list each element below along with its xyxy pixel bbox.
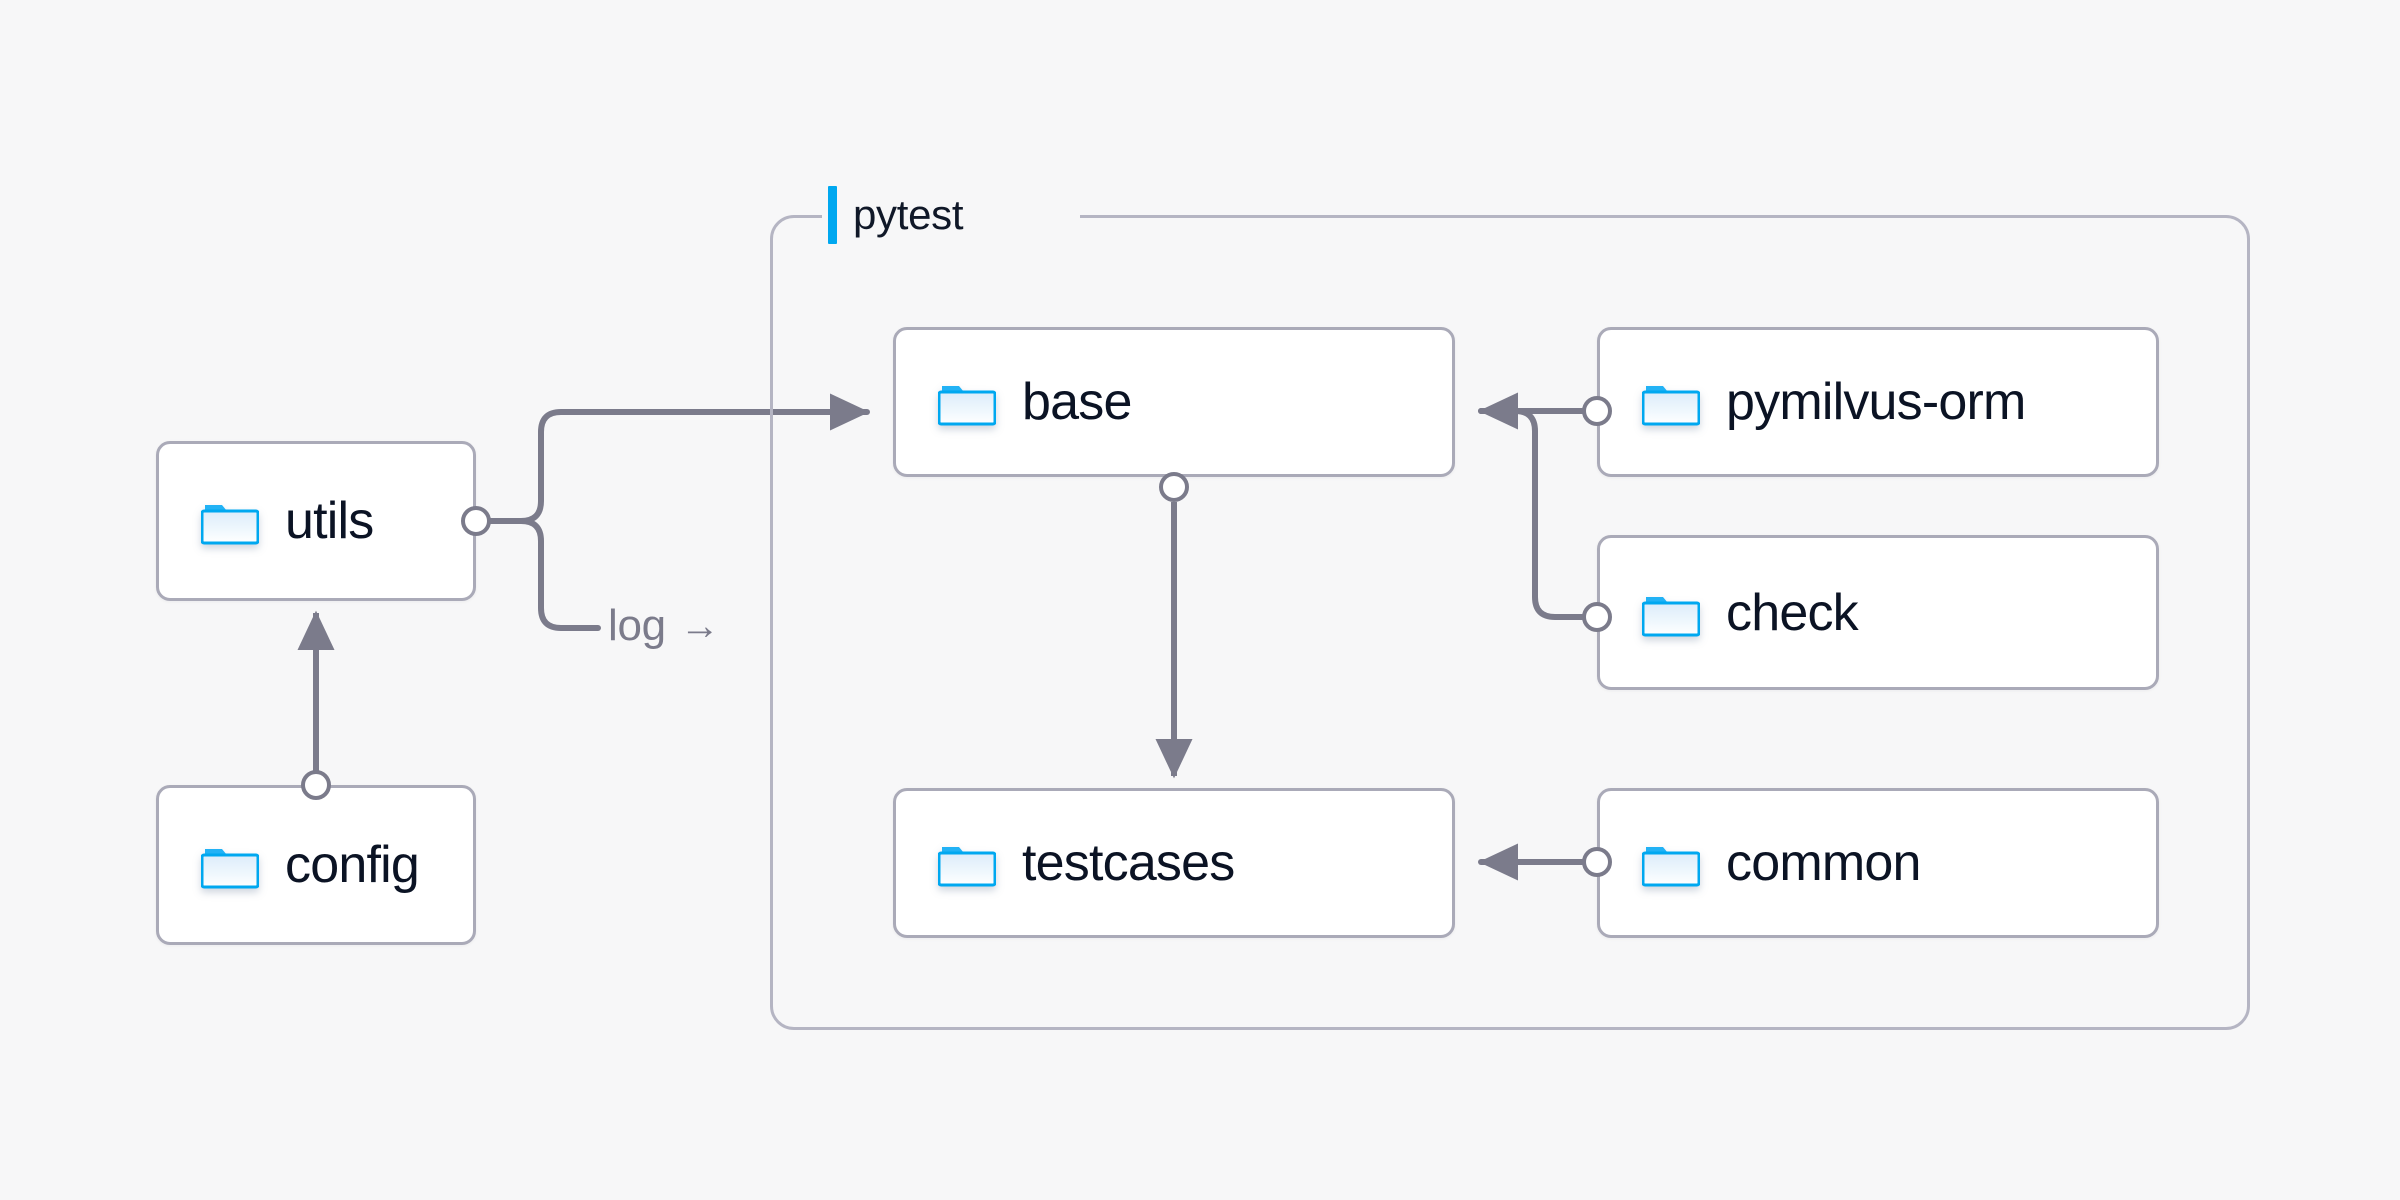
node-common[interactable]: common — [1597, 788, 2159, 938]
folder-icon — [938, 847, 996, 887]
folder-icon — [201, 849, 259, 889]
node-testcases[interactable]: testcases — [893, 788, 1455, 938]
group-accent-bar — [828, 186, 837, 244]
node-label: config — [285, 836, 420, 894]
edge-utils-log — [488, 518, 601, 631]
edge-label-log-text: log — [608, 601, 666, 650]
node-utils[interactable]: utils — [156, 441, 476, 601]
folder-icon — [938, 386, 996, 426]
port-check-left[interactable] — [1582, 602, 1612, 632]
folder-icon — [1642, 386, 1700, 426]
node-label: base — [1022, 373, 1132, 431]
port-base-bottom[interactable] — [1159, 472, 1189, 502]
node-label: common — [1726, 834, 1921, 892]
port-config-top[interactable] — [301, 770, 331, 800]
node-label: check — [1726, 583, 1859, 642]
folder-icon — [201, 505, 259, 545]
node-check[interactable]: check — [1597, 535, 2159, 690]
node-label: pymilvus-orm — [1726, 373, 2026, 431]
node-label: testcases — [1022, 834, 1235, 892]
pytest-group-container[interactable] — [770, 215, 2250, 1030]
group-label-border-gap — [822, 209, 1080, 221]
group-title-text: pytest — [853, 191, 964, 238]
port-utils-right[interactable] — [461, 506, 491, 536]
folder-icon — [1642, 847, 1700, 887]
folder-icon — [1642, 596, 1700, 636]
pytest-group-label: pytest — [828, 186, 964, 244]
arrow-right-icon: → — [679, 604, 720, 648]
node-config[interactable]: config — [156, 785, 476, 945]
port-pymilvus-orm-left[interactable] — [1582, 396, 1612, 426]
node-base[interactable]: base — [893, 327, 1455, 477]
edge-check-base — [1478, 408, 1585, 620]
node-label: utils — [285, 492, 374, 550]
edge-label-log: log → — [608, 604, 720, 648]
node-pymilvus-orm[interactable]: pymilvus-orm — [1597, 327, 2159, 477]
port-common-left[interactable] — [1582, 847, 1612, 877]
